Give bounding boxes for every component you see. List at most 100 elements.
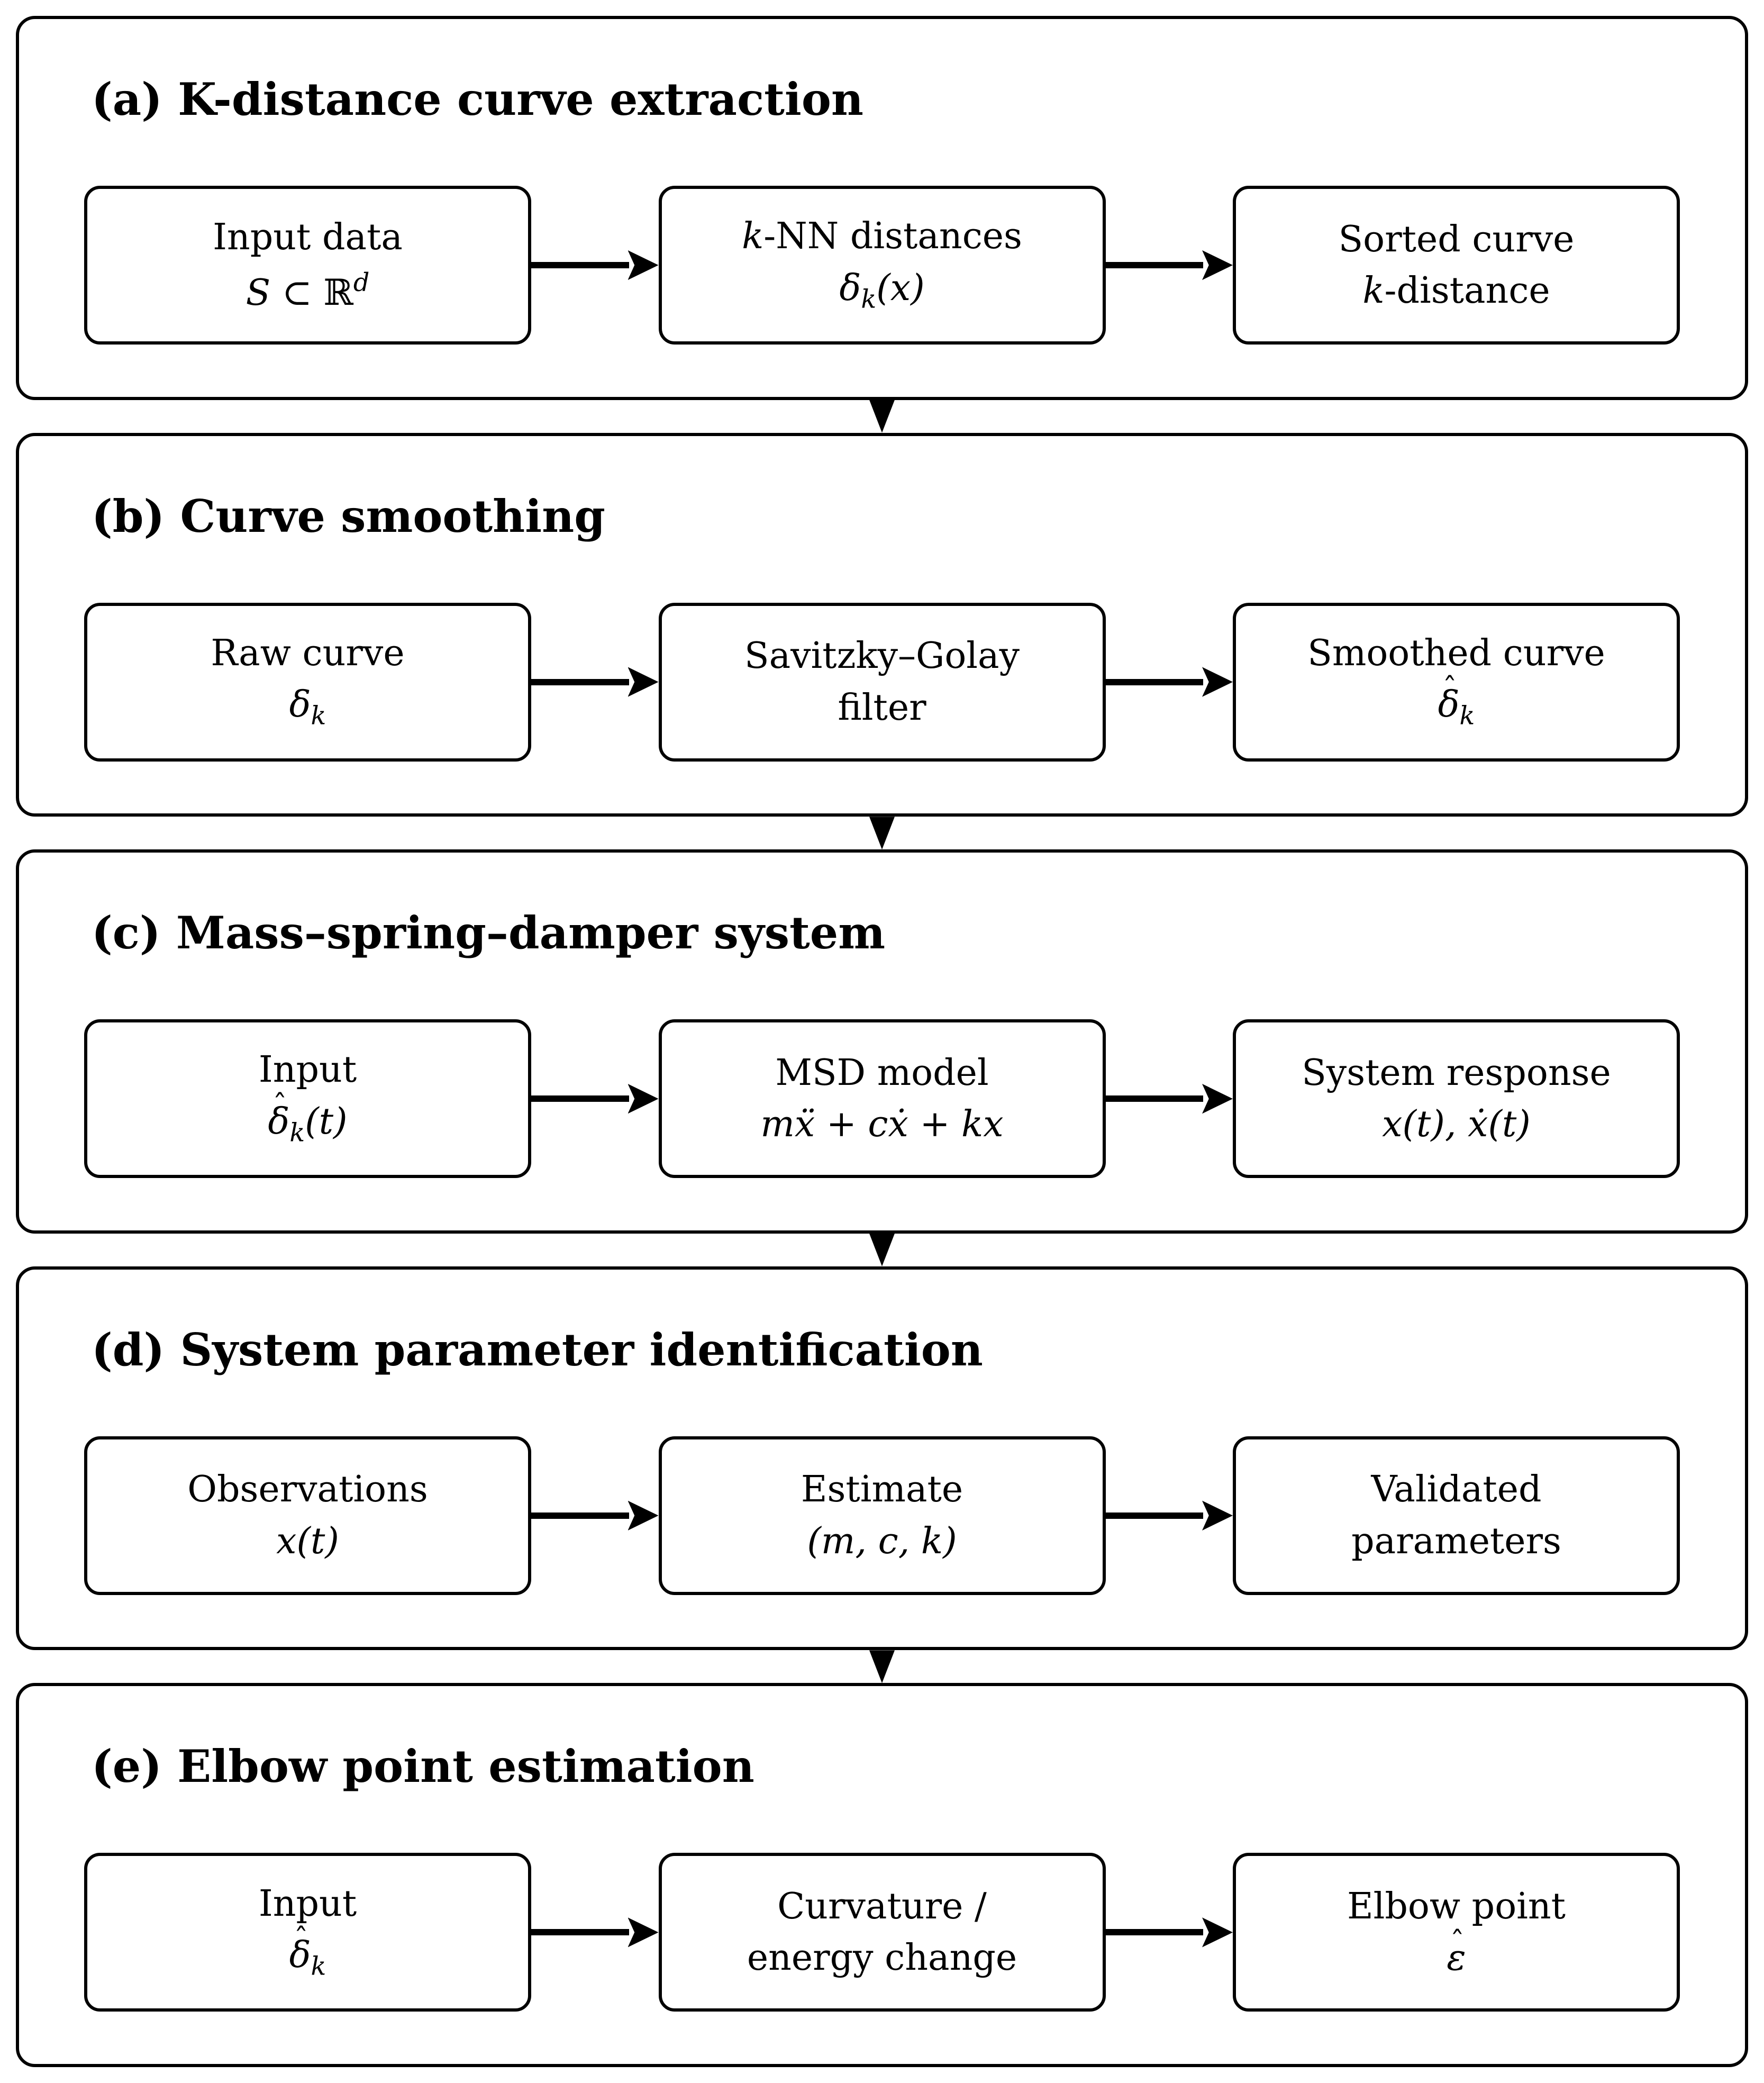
box-label: Observations xyxy=(187,1471,428,1508)
box-label: Input xyxy=(259,1051,357,1089)
box-formula: δk xyxy=(289,686,326,729)
flow-arrow-right-icon xyxy=(1105,248,1233,282)
box-formula: (m, c, k) xyxy=(807,1523,957,1560)
text-segment: Elbow point xyxy=(1347,1885,1566,1927)
panel-c-title: (c) Mass–spring–damper system xyxy=(92,907,886,959)
math-var: S xyxy=(245,272,271,314)
math-subscript: k xyxy=(1459,701,1475,731)
text-segment: Estimate xyxy=(801,1469,963,1511)
box-formula: S ⊂ ℝd xyxy=(245,268,370,314)
math-superscript: d xyxy=(353,268,370,297)
math-var: ε xyxy=(1447,1937,1466,1979)
box-label: Curvature / xyxy=(777,1888,987,1925)
box-system-response: System response x(t), ẋ(t) xyxy=(1233,1019,1680,1179)
flow-arrow-right-icon xyxy=(531,1915,659,1949)
flow-arrow-down-icon xyxy=(869,1233,895,1266)
flow-arrow-right-icon xyxy=(1105,665,1233,699)
text-segment: Input xyxy=(258,1882,357,1925)
box-formula: x(t) xyxy=(276,1523,339,1560)
math-var: (t) xyxy=(305,1100,348,1143)
text-segment: Sorted curve xyxy=(1338,218,1575,260)
arrowhead-icon xyxy=(1202,250,1233,280)
box-label: Sorted curve xyxy=(1338,218,1575,260)
math-subscript: k xyxy=(311,701,326,731)
flow-arrow-right-icon xyxy=(531,665,659,699)
math-var: k xyxy=(742,215,764,258)
box-raw-curve: Raw curve δk xyxy=(84,602,531,762)
math-var: δ xyxy=(289,684,311,726)
flow-arrow-right-icon xyxy=(1105,1082,1233,1116)
box-label: MSD model xyxy=(775,1054,988,1092)
text-segment: Observations xyxy=(187,1469,428,1511)
arrowhead-icon xyxy=(628,1500,659,1530)
text-segment: Smoothed curve xyxy=(1307,632,1605,674)
box-label: Estimate xyxy=(801,1471,963,1508)
box-label: Raw curve xyxy=(211,635,404,672)
flow-arrow-right-icon xyxy=(531,1082,659,1116)
box-knn-distances: k-NN distances δk(x) xyxy=(658,186,1106,345)
arrow-shaft xyxy=(531,262,629,268)
box-label: filter xyxy=(838,689,926,727)
arrow-shaft xyxy=(1105,1929,1203,1936)
box-sorted-curve: Sorted curve k-distance xyxy=(1233,186,1680,345)
box-formula: x(t), ẋ(t) xyxy=(1382,1106,1531,1143)
flow-arrow-down-icon xyxy=(869,400,895,433)
math-subscript: k xyxy=(311,1952,326,1981)
box-curvature-energy-change: Curvature / energy change xyxy=(658,1853,1106,2012)
math-var: δ xyxy=(268,1100,290,1143)
box-validated-parameters: Validated parameters xyxy=(1233,1436,1680,1595)
text-segment: Savitzky–Golay xyxy=(744,635,1020,677)
box-savitzky-golay-filter: Savitzky–Golay filter xyxy=(658,602,1106,762)
box-label: Smoothed curve xyxy=(1307,635,1605,672)
panel-a-k-distance-extraction: (a) K-distance curve extraction Input da… xyxy=(16,16,1748,400)
arrow-shaft xyxy=(531,1929,629,1936)
panel-b-flow-row: Raw curve δk Savitzky–Golay filter Smoot… xyxy=(84,602,1680,762)
arrow-shaft xyxy=(531,678,629,685)
math-subscript: k xyxy=(289,1118,305,1148)
arrow-shaft xyxy=(531,1095,629,1102)
box-label: k-NN distances xyxy=(742,218,1022,255)
box-label: Input data xyxy=(213,216,403,258)
hat-icon: ˆ xyxy=(1450,1925,1465,1959)
flow-arrow-down-icon xyxy=(869,1650,895,1683)
panel-a-title: (a) K-distance curve extraction xyxy=(92,73,863,125)
math-var: δ xyxy=(289,1934,311,1976)
box-formula: δk(x) xyxy=(839,269,924,313)
text-segment: -distance xyxy=(1384,270,1550,312)
hat-icon: ˆ xyxy=(1442,672,1457,705)
arrow-shaft xyxy=(1105,262,1203,268)
math-var: δ xyxy=(1438,684,1460,726)
math-operator: ⊂ ℝ xyxy=(270,272,353,314)
text-segment: MSD model xyxy=(775,1052,989,1094)
arrowhead-icon xyxy=(628,667,659,697)
text-segment: Input xyxy=(258,1049,357,1091)
box-label: Savitzky–Golay xyxy=(744,637,1020,675)
flow-arrow-right-icon xyxy=(531,248,659,282)
text-segment: Input data xyxy=(213,216,403,258)
panel-b-curve-smoothing: (b) Curve smoothing Raw curve δk Savitzk… xyxy=(16,432,1748,817)
box-label: energy change xyxy=(747,1939,1017,1977)
text-segment: energy change xyxy=(747,1937,1017,1979)
panel-e-title: (e) Elbow point estimation xyxy=(92,1740,754,1793)
box-label: parameters xyxy=(1351,1523,1561,1560)
box-label: System response xyxy=(1302,1054,1611,1092)
box-label: Elbow point xyxy=(1347,1888,1566,1925)
math-expression: (m, c, k) xyxy=(807,1520,957,1562)
arrowhead-icon xyxy=(1202,1917,1233,1948)
panel-connector xyxy=(16,1650,1748,1683)
arrowhead-icon xyxy=(628,1084,659,1114)
arrowhead-icon xyxy=(1202,1084,1233,1114)
text-segment: filter xyxy=(838,686,926,729)
text-segment: -NN distances xyxy=(763,215,1022,258)
